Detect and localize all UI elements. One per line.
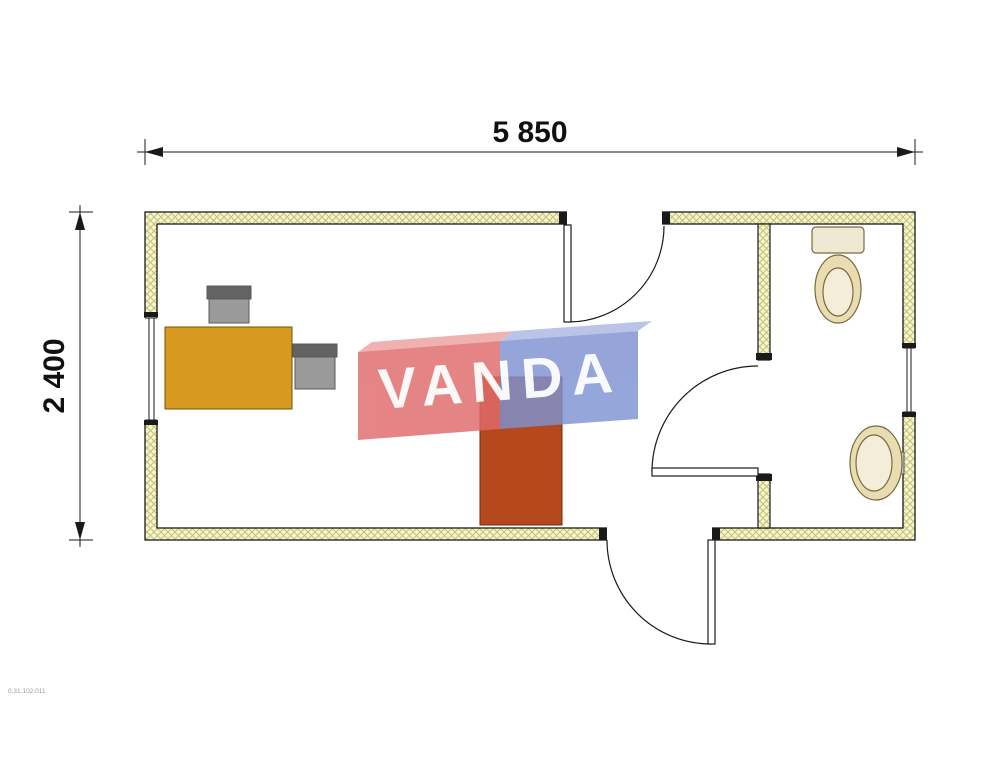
top-door-leaf (563, 224, 572, 323)
toilet-bowl-inner (822, 267, 854, 317)
window-right (902, 343, 916, 417)
height-arrow-bottom (75, 522, 85, 540)
toilet (811, 226, 865, 324)
washbasin-bowl-inner (855, 434, 893, 492)
bottom-door-opening (607, 527, 712, 542)
watermark-bevel-red (358, 331, 514, 352)
sanitary-door-swing-arc (651, 365, 759, 473)
window-left-sill-bottom (144, 420, 158, 425)
partition-wall (756, 223, 772, 529)
bottom-entrance-door (606, 539, 716, 645)
bottom-door-jamb-left (599, 528, 607, 540)
window-right-sill-bottom (902, 412, 916, 417)
partition-upper (757, 223, 771, 361)
washbasin (849, 425, 905, 501)
sanitary-door (651, 365, 759, 477)
height-dimension: 2 400 (38, 205, 93, 547)
fine-print: 0.31.102.011 (8, 688, 46, 695)
width-arrow-right (897, 147, 915, 157)
chair-back (206, 285, 252, 300)
window-left (144, 312, 158, 425)
top-door-jamb-right (662, 212, 670, 224)
window-right-opening (902, 348, 916, 412)
top-door-jamb-left (559, 212, 567, 224)
partition-lower (757, 473, 771, 529)
top-door-swing-arc (567, 225, 665, 323)
desk-group (164, 285, 338, 410)
height-extension-lines (69, 211, 93, 541)
partition-door-jamb-bottom (756, 474, 772, 481)
watermark-bevel-blue (500, 321, 652, 341)
top-entrance-door (563, 224, 665, 323)
width-dimension-label: 5 850 (492, 116, 567, 149)
window-left-glazing (148, 318, 155, 420)
chair-seat (208, 298, 250, 324)
office-chair-right (292, 343, 338, 390)
width-arrow-left (145, 147, 163, 157)
window-left-sill-top (144, 312, 158, 317)
sanitary-door-leaf (651, 467, 759, 477)
watermark-band-blue (500, 331, 638, 429)
height-dimension-label: 2 400 (38, 338, 71, 413)
toilet-tank (811, 226, 865, 254)
desk (164, 326, 293, 410)
office-chair-top (206, 285, 252, 324)
top-door-opening (567, 210, 662, 225)
partition-door-jamb-top (756, 353, 772, 360)
chair-back (292, 343, 338, 358)
window-right-sill-top (902, 343, 916, 348)
vanda-watermark (358, 321, 652, 440)
bottom-door-jamb-right (712, 528, 720, 540)
window-right-glazing (906, 348, 912, 412)
watermark-band-red (358, 341, 500, 440)
window-left-opening (144, 318, 158, 420)
wall-openings (559, 210, 720, 542)
chair-seat (294, 356, 336, 390)
bottom-door-leaf (707, 539, 716, 645)
bottom-door-swing-arc (606, 539, 712, 645)
height-arrow-top (75, 212, 85, 230)
width-dimension: 5 850 (137, 116, 923, 165)
